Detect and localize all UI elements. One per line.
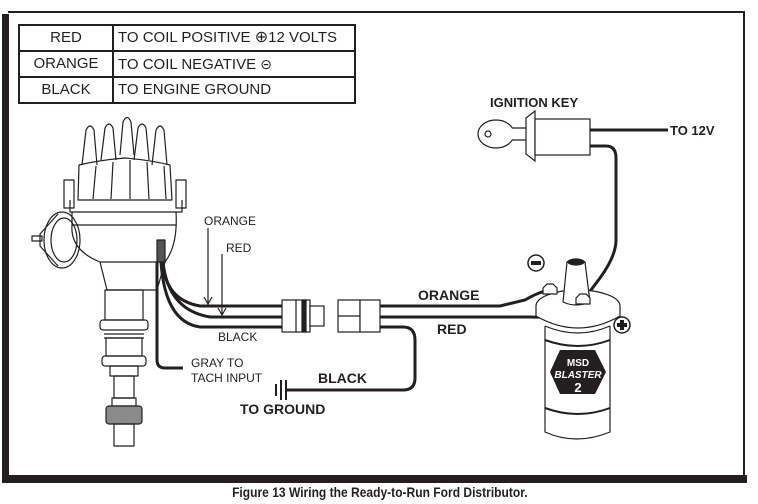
legend-color: ORANGE [18,50,114,78]
distributor-cap-icon [63,116,187,213]
legend-color: RED [18,24,114,52]
orange-wire [161,261,283,308]
wire-color-legend: RED TO COIL POSITIVE ⊕12 VOLTS ORANGE TO… [18,24,356,104]
distributor-harness [155,261,283,370]
black-wire-label: BLACK [218,330,257,344]
red-wire [161,261,283,319]
legend-description-text: TO COIL POSITIVE [118,29,251,46]
legend-suffix: 12 VOLTS [268,29,338,46]
frame-shadow-bottom [2,475,747,483]
gray-tach-label-line2: TACH INPUT [191,371,263,385]
black-to-ground [286,325,417,392]
legend-description: TO COIL POSITIVE ⊕12 VOLTS [112,24,356,52]
ignition-key-label: IGNITION KEY [490,95,578,110]
black-ground-label: BLACK [318,370,367,386]
frame-shadow-left [2,14,9,483]
coil-harness [286,128,668,392]
label-pointers [203,228,227,317]
gray-wire [155,262,183,370]
legend-description: TO ENGINE GROUND [112,76,356,104]
legend-color: BLACK [18,76,114,104]
distributor-body-icon [31,211,177,447]
minus-circle-icon: ⊝ [260,55,272,72]
coil-brand-label: MSD [567,358,589,369]
connector-male [281,299,298,333]
orange-coil-label: ORANGE [418,287,479,303]
wire-boot-icon [156,239,166,263]
orange-wire-label: ORANGE [204,214,256,228]
ground-icon [275,380,287,400]
plus-circle-icon: ⊕ [254,29,269,46]
to-12v-label: TO 12V [670,123,715,138]
figure-caption: Figure 13 Wiring the Ready-to-Run Ford D… [232,484,528,500]
legend-row: ORANGE TO COIL NEGATIVE ⊝ [18,50,356,78]
harness-connector [281,299,381,333]
legend-row: RED TO COIL POSITIVE ⊕12 VOLTS [18,24,356,52]
coil-negative-icon [527,254,545,272]
legend-description-text: TO COIL NEGATIVE [118,55,257,73]
legend-description-text: TO ENGINE GROUND [118,81,272,98]
diagram-frame [8,11,745,475]
red-wire-label: RED [226,241,252,255]
legend-row: BLACK TO ENGINE GROUND [18,76,356,104]
msd-logo-badge [550,350,606,394]
legend-description: TO COIL NEGATIVE ⊝ [112,50,356,78]
gray-tach-label-line1: GRAY TO [191,356,243,370]
ignition-coil-icon [535,258,621,440]
key-to-coil-positive [583,144,618,299]
to-ground-label: TO GROUND [240,401,325,417]
red-coil-label: RED [437,321,467,337]
ignition-key-icon [477,109,591,163]
black-wire [159,261,283,329]
coil-positive-icon [613,316,631,334]
coil-model-label: BLASTER [554,370,602,381]
coil-number-label: 2 [574,380,581,395]
